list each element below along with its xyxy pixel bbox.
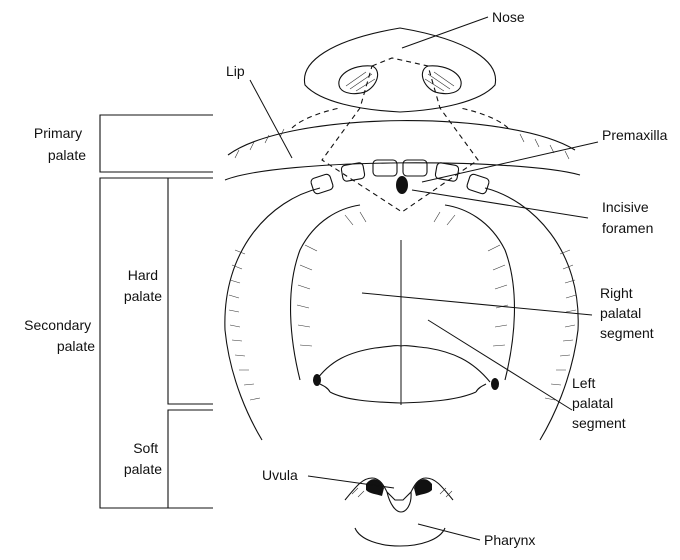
leader-right-palatal (362, 293, 592, 315)
label-premaxilla: Premaxilla (602, 127, 668, 143)
leader-pharynx (418, 524, 480, 540)
label-primary-palate: Primary palate (34, 125, 86, 163)
leader-lines (250, 17, 598, 540)
label-uvula: Uvula (262, 467, 298, 483)
leader-left-palatal (428, 320, 572, 410)
label-nose: Nose (492, 9, 525, 25)
label-soft-palate: Soft palate (124, 440, 162, 477)
label-pharynx: Pharynx (484, 532, 535, 548)
incisive-foramen-dot (396, 176, 408, 194)
label-incisive-foramen: Incisive foramen (602, 199, 653, 236)
label-right-palatal-segment: Right palatal segment (600, 285, 654, 341)
hard-palate-bracket (168, 178, 213, 404)
palate-outline (225, 188, 578, 440)
left-greater-palatine-foramen (313, 374, 321, 386)
leader-nose (402, 17, 488, 48)
soft-palate-bracket (168, 410, 213, 508)
label-hard-palate: Hard palate (124, 267, 162, 304)
label-secondary-palate: Secondary palate (24, 317, 95, 354)
nose-outline (304, 28, 495, 112)
right-greater-palatine-foramen (491, 378, 499, 390)
leader-premaxilla (422, 142, 598, 182)
label-lip: Lip (226, 63, 245, 79)
leader-incisive (412, 190, 588, 218)
hard-palate-posterior-border (313, 346, 499, 403)
pharynx-arc (355, 528, 445, 546)
primary-palate-bracket (100, 115, 213, 172)
label-left-palatal-segment: Left palatal segment (572, 375, 626, 431)
secondary-palate-bracket (100, 178, 213, 508)
leader-lip (250, 80, 292, 158)
